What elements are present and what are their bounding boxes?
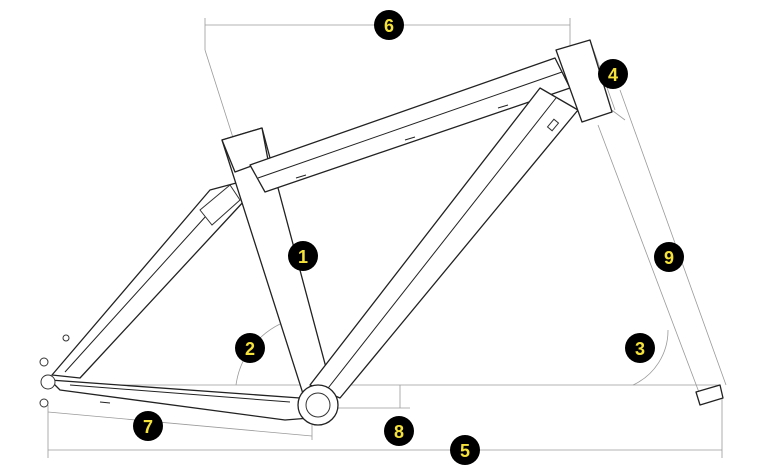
callout-9: 9 xyxy=(654,242,684,272)
callout-6: 6 xyxy=(374,10,404,40)
callout-3: 3 xyxy=(625,333,655,363)
svg-text:1: 1 xyxy=(298,247,308,267)
svg-text:6: 6 xyxy=(384,16,394,36)
svg-text:4: 4 xyxy=(608,65,618,85)
callout-5: 5 xyxy=(450,435,480,465)
head-tube xyxy=(555,39,613,123)
svg-text:3: 3 xyxy=(635,339,645,359)
rear-dropout xyxy=(40,374,56,390)
svg-text:9: 9 xyxy=(664,248,674,268)
down-tube xyxy=(309,87,579,399)
svg-text:5: 5 xyxy=(460,441,470,461)
chainstay xyxy=(49,379,311,421)
callout-1: 1 xyxy=(288,241,318,271)
callout-8: 8 xyxy=(384,416,414,446)
callout-7: 7 xyxy=(133,411,163,441)
svg-text:8: 8 xyxy=(394,422,404,442)
callout-4: 4 xyxy=(598,59,628,89)
bike-frame xyxy=(39,39,724,426)
callouts: 1 2 3 4 5 6 7 8 xyxy=(133,10,684,465)
svg-text:7: 7 xyxy=(143,417,153,437)
svg-text:2: 2 xyxy=(245,339,255,359)
callout-2: 2 xyxy=(235,333,265,363)
